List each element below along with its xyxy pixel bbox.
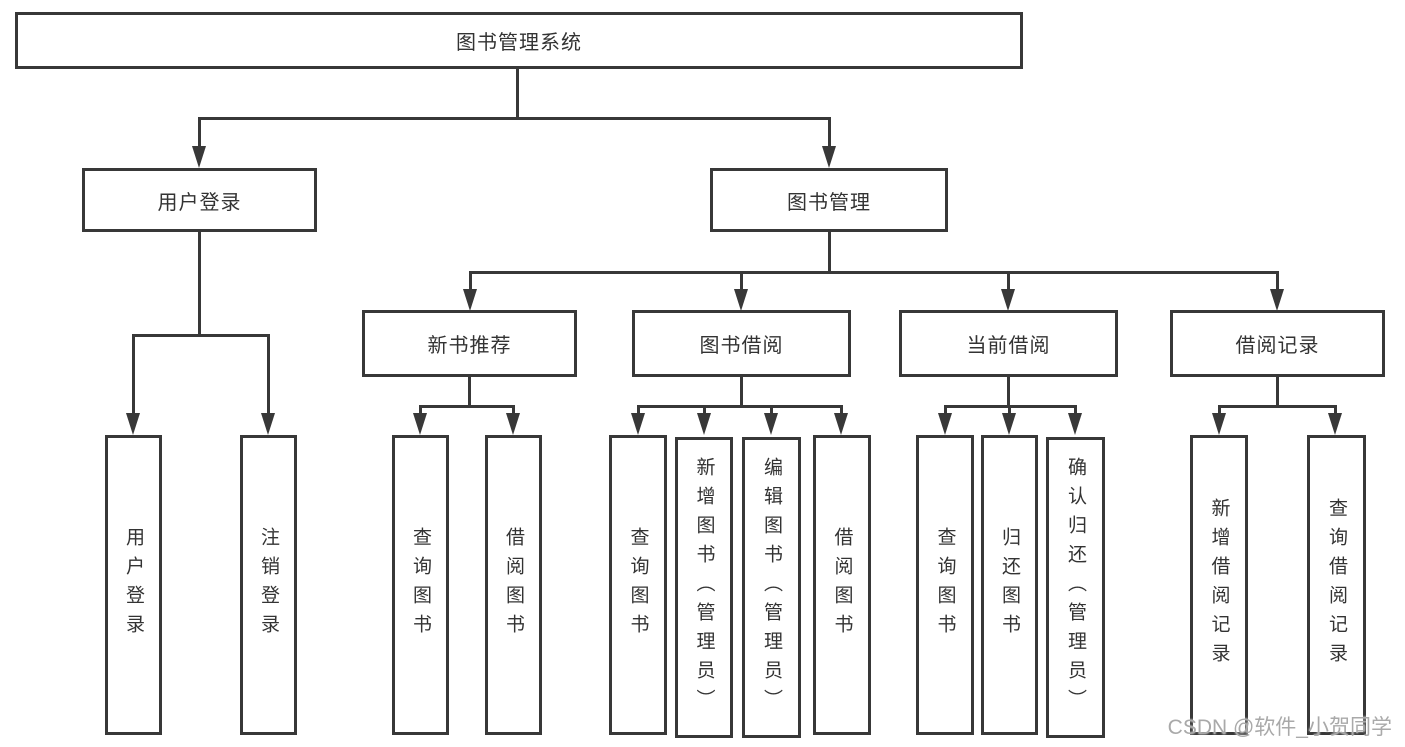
leaf-add-borrow-record: 新增借阅记录 — [1190, 435, 1248, 735]
connector-root-stem — [516, 69, 519, 119]
arrowhead-user-login — [192, 146, 206, 168]
leaf-query-books-newbook: 查询图书 — [392, 435, 449, 735]
arrowhead-bb-leaf2 — [697, 413, 711, 435]
connector-br-stem — [1276, 377, 1279, 407]
connector-drop-cb-leaf2 — [1008, 405, 1011, 417]
arrowhead-borrow-record — [1270, 289, 1284, 311]
arrowhead-cb-leaf1 — [938, 413, 952, 435]
leaf-borrow-books-newbook: 借阅图书 — [485, 435, 542, 735]
leaf-confirm-return-admin: 确认归还（管理员） — [1046, 437, 1105, 738]
connector-drop-br-leaf1 — [1218, 405, 1221, 417]
leaf-add-books-admin: 新增图书（管理员） — [675, 437, 733, 738]
connector-br-rail — [1218, 405, 1337, 408]
connector-drop-bb-leaf1 — [637, 405, 640, 417]
leaf-query-borrow-record-label: 查询借阅记录 — [1326, 498, 1347, 672]
node-root: 图书管理系统 — [15, 12, 1023, 69]
connector-drop-book-borrow — [740, 271, 743, 291]
connector-ul-rail — [132, 334, 270, 337]
connector-drop-bb-leaf4 — [840, 405, 843, 417]
arrowhead-bb-leaf4 — [834, 413, 848, 435]
arrowhead-new-book — [463, 289, 477, 311]
connector-bm-rail — [469, 271, 1279, 274]
leaf-query-books-newbook-label: 查询图书 — [410, 527, 431, 643]
arrowhead-current-borrow — [1001, 289, 1015, 311]
leaf-user-login-label: 用户登录 — [123, 527, 144, 643]
leaf-borrow-books-label: 借阅图书 — [831, 527, 853, 643]
leaf-query-books-borrow-label: 查询图书 — [627, 527, 649, 643]
arrowhead-ul-leaf2 — [261, 413, 275, 435]
leaf-borrow-books: 借阅图书 — [813, 435, 871, 735]
leaf-query-borrow-record: 查询借阅记录 — [1307, 435, 1366, 735]
node-new-book-recommendation: 新书推荐 — [362, 310, 577, 377]
connector-bm-stem — [828, 232, 831, 273]
leaf-add-borrow-record-label: 新增借阅记录 — [1208, 498, 1230, 672]
node-current-borrowing: 当前借阅 — [899, 310, 1118, 377]
arrowhead-nb-leaf1 — [413, 413, 427, 435]
connector-drop-nb-leaf1 — [419, 405, 422, 417]
node-new-book-label: 新书推荐 — [427, 335, 512, 357]
node-borrowing-records: 借阅记录 — [1170, 310, 1385, 377]
arrowhead-ul-leaf1 — [126, 413, 140, 435]
leaf-query-books-borrow: 查询图书 — [609, 435, 667, 735]
node-borrowing-records-label: 借阅记录 — [1235, 335, 1320, 357]
leaf-add-books-admin-label: 新增图书（管理员） — [693, 457, 715, 718]
watermark: CSDN @软件_小贺同学 — [1167, 716, 1392, 739]
connector-bb-rail — [637, 405, 843, 408]
connector-root-rail — [198, 117, 831, 120]
connector-nb-rail — [419, 405, 515, 408]
node-root-label: 图书管理系统 — [456, 32, 582, 54]
leaf-query-books-current: 查询图书 — [916, 435, 974, 735]
connector-drop-current-borrow — [1007, 271, 1010, 291]
node-current-borrowing-label: 当前借阅 — [966, 335, 1051, 357]
arrowhead-nb-leaf2 — [506, 413, 520, 435]
node-book-management: 图书管理 — [710, 168, 948, 232]
connector-cb-stem — [1007, 377, 1010, 407]
arrowhead-cb-leaf2 — [1002, 413, 1016, 435]
node-user-login: 用户登录 — [82, 168, 317, 232]
leaf-logout: 注销登录 — [240, 435, 297, 735]
leaf-confirm-return-admin-label: 确认归还（管理员） — [1065, 457, 1086, 718]
connector-drop-book-management — [828, 117, 831, 148]
connector-drop-cb-leaf3 — [1074, 405, 1077, 417]
connector-nb-stem — [468, 377, 471, 407]
arrowhead-book-management — [822, 146, 836, 168]
leaf-logout-label: 注销登录 — [258, 527, 279, 643]
arrowhead-br-leaf2 — [1328, 413, 1342, 435]
node-book-management-label: 图书管理 — [787, 191, 871, 214]
arrowhead-bb-leaf3 — [764, 413, 778, 435]
connector-drop-ul-leaf2 — [267, 334, 270, 415]
connector-drop-bb-leaf2 — [703, 405, 706, 417]
leaf-return-books: 归还图书 — [981, 435, 1038, 735]
leaf-query-books-current-label: 查询图书 — [934, 527, 956, 643]
leaf-edit-books-admin: 编辑图书（管理员） — [742, 437, 801, 738]
arrowhead-bb-leaf1 — [631, 413, 645, 435]
arrowhead-br-leaf1 — [1212, 413, 1226, 435]
leaf-return-books-label: 归还图书 — [999, 527, 1020, 643]
connector-drop-cb-leaf1 — [944, 405, 947, 417]
connector-drop-nb-leaf2 — [512, 405, 515, 417]
connector-drop-bb-leaf3 — [770, 405, 773, 417]
leaf-user-login: 用户登录 — [105, 435, 162, 735]
arrowhead-cb-leaf3 — [1068, 413, 1082, 435]
leaf-edit-books-admin-label: 编辑图书（管理员） — [761, 457, 782, 718]
connector-drop-borrow-record — [1276, 271, 1279, 291]
connector-ul-stem — [198, 232, 201, 336]
connector-drop-ul-leaf1 — [132, 334, 135, 415]
connector-drop-new-book — [469, 271, 472, 291]
connector-drop-user-login — [198, 117, 201, 148]
arrowhead-book-borrow — [734, 289, 748, 311]
connector-drop-br-leaf2 — [1334, 405, 1337, 417]
node-user-login-label: 用户登录 — [157, 191, 242, 214]
node-book-borrowing: 图书借阅 — [632, 310, 851, 377]
leaf-borrow-books-newbook-label: 借阅图书 — [503, 527, 524, 643]
connector-bb-stem — [740, 377, 743, 407]
node-book-borrowing-label: 图书借阅 — [699, 335, 784, 357]
